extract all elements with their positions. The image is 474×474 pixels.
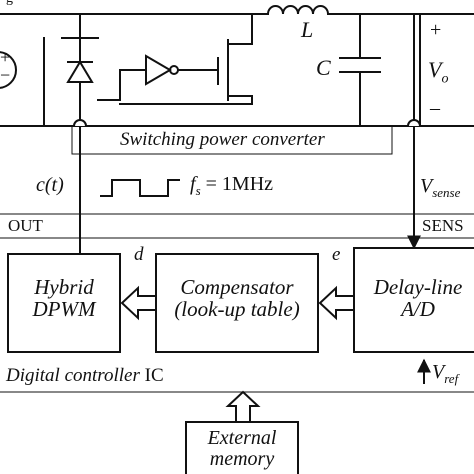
load-box [419,13,474,127]
adc-label: Delay-line A/D [356,276,474,320]
adc-label-line1: Delay-line [373,275,463,299]
clock-waveform-icon [100,179,180,197]
memory-label-line2: memory [209,448,275,470]
capacitor-label: C [316,55,331,80]
output-voltage-label: Vo [428,57,449,87]
crossing-hump-right [407,119,421,127]
output-plus-sign: + [430,19,442,41]
control-signal-label: c(t) [36,174,64,196]
out-pin-label: OUT [8,216,43,235]
compensator-label-line2: (look-up table) [174,297,300,322]
dpwm-label: Hybrid DPWM [8,276,120,320]
sense-pin-label: SENS [422,216,464,235]
sense-voltage-label: Vsense [420,175,461,200]
inverter-triangle [145,54,172,86]
source-plus-sign: + [0,47,11,67]
dpwm-block [7,253,121,353]
arrow-memory-to-ic [225,390,261,423]
output-minus-sign: – [430,97,440,119]
error-signal-label: e [332,244,341,265]
source-minus-sign: − [0,65,11,85]
dpwm-label-line2: DPWM [32,297,96,322]
duty-signal-label: d [134,244,144,265]
compensator-label-line1: Compensator [180,275,294,299]
memory-label: External memory [186,428,298,470]
gate-wire-left [97,69,147,101]
mosfet-drain [227,13,253,45]
topleft-fragment: g [6,0,13,7]
inductor-coil [266,5,330,16]
adc-label-line2: A/D [401,297,435,322]
memory-label-line1: External [207,427,277,449]
compensator-label: Compensator (look-up table) [156,276,318,320]
memory-block [185,421,299,474]
mosfet-source [119,95,253,105]
converter-title: Switching power converter [120,129,325,150]
crossing-hump-left [73,119,87,127]
arrow-comp-to-dpwm [120,285,157,321]
converter-enclosure [71,125,393,155]
reference-voltage-label: Vref [432,361,459,386]
ic-label: Digital controller IC [6,365,164,386]
source-circle [0,51,17,89]
switching-frequency-label: fs = 1MHz [190,173,274,198]
inductor-label: L [301,17,314,42]
dpwm-label-line1: Hybrid [34,275,94,299]
arrow-adc-to-comp [318,285,355,321]
diode-triangle [66,60,94,83]
